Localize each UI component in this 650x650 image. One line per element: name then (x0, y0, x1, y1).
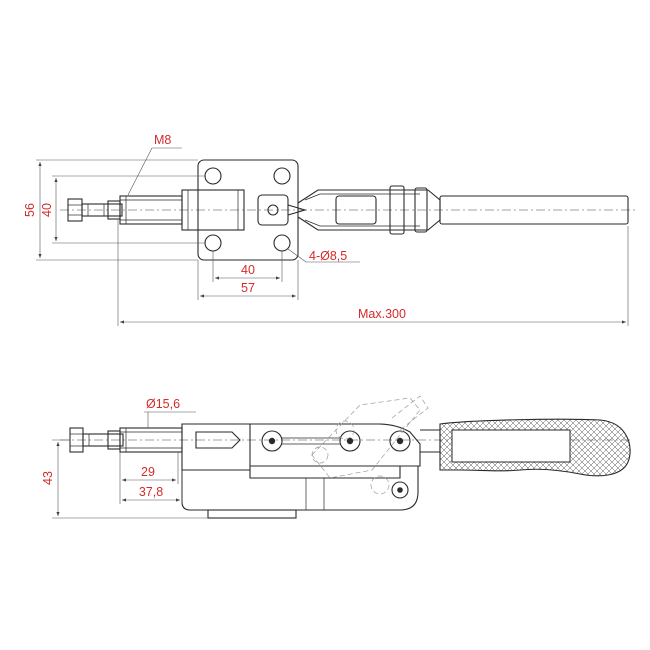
handle-grip-top (439, 195, 629, 225)
dim-height-plate: 40 (40, 175, 206, 244)
hole-spacing-label: 40 (241, 263, 255, 277)
dim-height-overall: 56 (23, 159, 198, 261)
thread-label: M8 (154, 133, 171, 147)
top-view: M8 56 40 40 57 (23, 133, 636, 326)
dim-hole-spacing: 40 (212, 251, 283, 282)
max-length-label: Max.300 (358, 307, 406, 321)
dim-max-length: Max.300 (117, 220, 629, 326)
dim-thread: M8 (127, 133, 182, 196)
height-plate-label: 40 (40, 203, 54, 217)
body-side (181, 423, 421, 519)
side-view: Ø15,6 43 29 37,8 (41, 395, 631, 519)
dim-side-height: 43 (41, 439, 208, 519)
released-position (311, 395, 429, 495)
dim-plate-width: 57 (197, 260, 299, 300)
plate-width-label: 57 (241, 281, 255, 295)
pivots-side (261, 430, 411, 499)
dim-mounting-holes: 4-Ø8,5 (287, 248, 360, 263)
stroke-long-label: 37,8 (139, 485, 163, 499)
dim-stroke-short: 29 (119, 452, 179, 504)
handle-side (420, 418, 631, 477)
plunger-diameter-label: Ø15,6 (146, 397, 180, 411)
side-height-label: 43 (41, 471, 55, 485)
dim-plunger-diameter: Ø15,6 (144, 397, 196, 428)
thread-rod-top (81, 200, 123, 220)
dim-stroke-long: 37,8 (122, 470, 183, 504)
stroke-short-label: 29 (141, 465, 155, 479)
mounting-holes-label: 4-Ø8,5 (309, 249, 347, 263)
height-overall-label: 56 (23, 203, 37, 217)
